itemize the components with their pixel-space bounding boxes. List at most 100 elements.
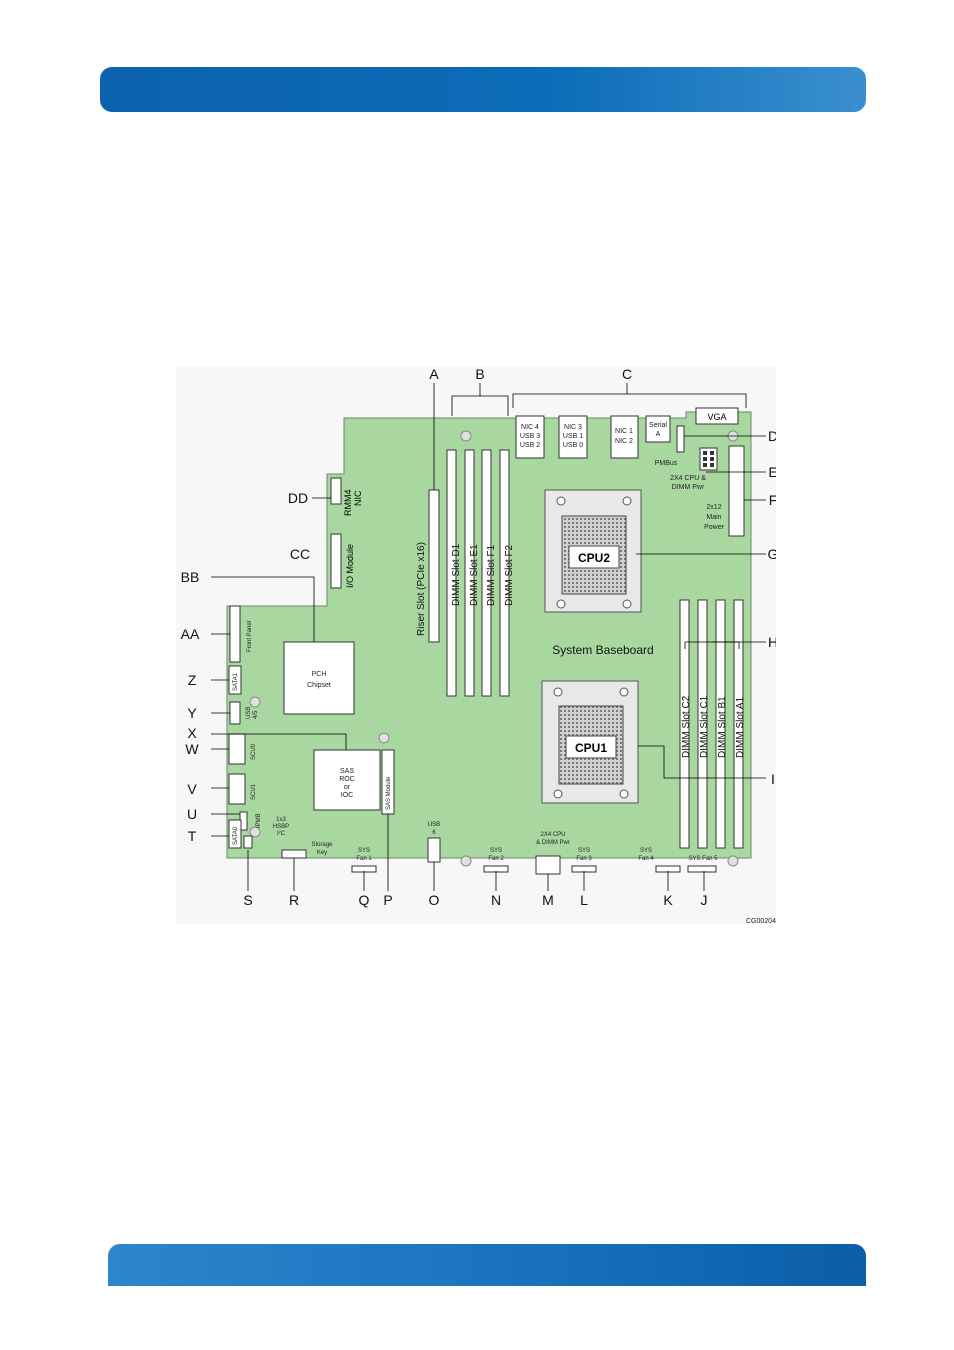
callout-labels: A B C D E F G H I J K L M N O P Q R S T … (181, 366, 779, 908)
callout-a: A (429, 366, 439, 382)
svg-text:USB 3: USB 3 (520, 433, 540, 440)
callout-c: C (622, 366, 632, 382)
svg-text:HSBP: HSBP (273, 824, 289, 830)
svg-text:Serial: Serial (649, 422, 667, 429)
callout-o: O (429, 892, 440, 908)
svg-text:SYS Fan 5: SYS Fan 5 (688, 856, 718, 862)
svg-text:SYS: SYS (358, 848, 370, 854)
svg-text:Chipset: Chipset (307, 682, 331, 689)
callout-h: H (768, 634, 776, 650)
pch-chipset: PCH Chipset (283, 641, 355, 715)
svg-text:DIMM Slot C2: DIMM Slot C2 (681, 695, 692, 758)
cpu1-socket: CPU1 (541, 680, 639, 804)
svg-text:SAS: SAS (340, 768, 354, 775)
callout-x: X (187, 725, 197, 741)
callout-dd: DD (288, 490, 308, 506)
svg-text:Fan 4: Fan 4 (638, 856, 654, 862)
svg-text:Front Panel: Front Panel (247, 621, 253, 652)
sata1-connector: SATA1 (228, 665, 242, 695)
svg-text:USB 1: USB 1 (563, 433, 583, 440)
svg-text:DIMM Slot D1: DIMM Slot D1 (451, 543, 462, 606)
dimm-slot-e1: DIMM Slot E1 (464, 449, 480, 697)
callout-y: Y (187, 705, 197, 721)
dimm-slot-c1: DIMM Slot C1 (697, 599, 710, 849)
sas-roc-ioc-chip: SAS ROC or IOC (313, 749, 381, 811)
dimm-slot-a1: DIMM Slot A1 (733, 599, 746, 849)
nic3-usb-connector: NIC 3 USB 1 USB 0 (558, 415, 588, 459)
svg-text:CPU1: CPU1 (575, 741, 607, 755)
svg-text:Storage: Storage (311, 842, 333, 848)
svg-text:RMM4: RMM4 (343, 490, 353, 517)
callout-w: W (185, 741, 199, 757)
svg-text:USB: USB (246, 707, 252, 719)
svg-text:PMBus: PMBus (655, 460, 678, 467)
svg-text:DIMM Slot A1: DIMM Slot A1 (735, 696, 746, 758)
svg-text:Fan 2: Fan 2 (488, 856, 504, 862)
svg-text:Power: Power (704, 524, 725, 531)
svg-text:SYS: SYS (640, 848, 652, 854)
svg-text:ROC: ROC (339, 776, 355, 783)
callout-u: U (187, 806, 197, 822)
svg-text:Key: Key (317, 850, 327, 856)
svg-text:IOC: IOC (341, 792, 353, 799)
svg-text:1x3: 1x3 (276, 817, 286, 823)
svg-text:& DIMM Pwr: & DIMM Pwr (536, 840, 570, 846)
dimm-slot-d1: DIMM Slot D1 (446, 449, 462, 697)
svg-text:NIC 4: NIC 4 (521, 424, 539, 431)
callout-t: T (188, 828, 197, 844)
callout-f: F (769, 492, 776, 508)
callout-g: G (768, 546, 776, 562)
svg-text:DIMM Slot E1: DIMM Slot E1 (469, 544, 480, 606)
callout-p: P (383, 892, 392, 908)
header-banner (100, 67, 866, 112)
svg-text:6: 6 (432, 830, 436, 836)
callout-cc: CC (290, 546, 310, 562)
callout-v: V (187, 781, 197, 797)
svg-text:USB: USB (428, 822, 440, 828)
hsbp-i2c-connector: 1x3 HSBP I²C (243, 817, 289, 849)
callout-s: S (243, 892, 252, 908)
svg-text:A: A (656, 431, 661, 438)
baseboard-diagram: VGA NIC 4 USB 3 USB 2 NIC 3 USB 1 USB 0 … (176, 366, 779, 925)
callout-aa: AA (181, 626, 200, 642)
mounting-holes (249, 430, 739, 867)
sata0-connector: SATA0 (228, 819, 242, 849)
svg-text:USB 2: USB 2 (520, 442, 540, 449)
io-module-connector: I/O Module (330, 533, 355, 589)
svg-text:SYS: SYS (578, 848, 590, 854)
svg-text:2X4 CPU: 2X4 CPU (540, 832, 565, 838)
callout-z: Z (188, 672, 197, 688)
callout-r: R (289, 892, 299, 908)
svg-text:SATA0: SATA0 (233, 826, 239, 845)
dimm-slot-f2: DIMM Slot F2 (499, 449, 515, 697)
callout-i: I (771, 771, 775, 787)
svg-text:DIMM Slot C1: DIMM Slot C1 (699, 695, 710, 758)
svg-text:Main: Main (706, 514, 721, 521)
rmm4-nic-connector: RMM4 NIC (330, 477, 363, 517)
svg-text:I/O Module: I/O Module (345, 544, 355, 588)
callout-j: J (701, 892, 708, 908)
cpu-dimm-power-connector-top: 2X4 CPU & DIMM Pwr (670, 447, 718, 491)
svg-text:4/5: 4/5 (253, 710, 259, 719)
svg-text:Riser Slot (PCIe x16): Riser Slot (PCIe x16) (416, 542, 427, 636)
svg-text:IPMB: IPMB (256, 813, 262, 828)
sas-module-connector: SAS Module (381, 749, 395, 815)
nic4-usb-connector: NIC 4 USB 3 USB 2 (515, 415, 545, 459)
pmbus-connector: PMBus (655, 425, 685, 467)
callout-bb: BB (181, 569, 200, 585)
svg-text:2X4 CPU &: 2X4 CPU & (670, 475, 706, 482)
svg-text:DIMM Pwr: DIMM Pwr (672, 484, 705, 491)
svg-text:DIMM Slot F2: DIMM Slot F2 (504, 544, 515, 606)
sys-fan-5-header: SYS Fan 5 (687, 856, 718, 873)
callout-d: D (768, 428, 776, 444)
svg-text:PCH: PCH (312, 671, 327, 678)
vga-connector: VGA (695, 407, 739, 425)
cpu2-socket: CPU2 (544, 489, 642, 613)
svg-text:NIC 1: NIC 1 (615, 428, 633, 435)
serial-a-connector: Serial A (645, 415, 671, 443)
callout-q: Q (359, 892, 370, 908)
callout-n: N (491, 892, 501, 908)
svg-text:VGA: VGA (707, 412, 726, 422)
svg-text:Fan 3: Fan 3 (576, 856, 592, 862)
usb6-connector: USB 6 (427, 822, 441, 863)
